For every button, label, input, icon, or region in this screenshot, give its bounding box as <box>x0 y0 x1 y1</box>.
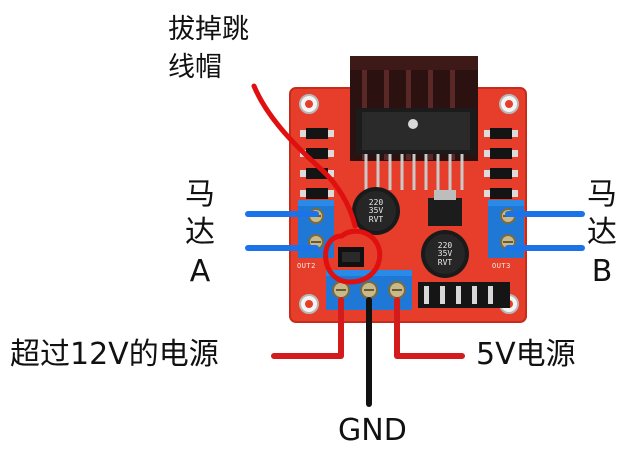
motor-b-line2: 达 <box>580 214 624 252</box>
header-pins <box>418 282 510 308</box>
gnd-label: GND <box>338 414 407 449</box>
jumper-note-line1: 拔掉跳 <box>168 14 249 45</box>
motor-a-line1: 马 <box>178 176 222 214</box>
jumper-cap <box>338 247 364 267</box>
cap-left-line3: RVT <box>366 216 386 224</box>
out2-marking: OUT2 <box>297 262 316 270</box>
power-5v-label: 5V电源 <box>476 338 576 373</box>
motor-b-label: 马 达 B <box>580 176 624 291</box>
motor-b-line1: 马 <box>580 176 624 214</box>
capacitor-left-marking: 220 35V RVT <box>366 199 386 224</box>
out3-marking: OUT3 <box>492 262 511 270</box>
motor-a-line2: 达 <box>178 214 222 252</box>
power-input-label: 超过12V的电源 <box>10 338 219 373</box>
jumper-note-line2: 线帽 <box>168 52 222 83</box>
motor-b-line3: B <box>580 253 624 291</box>
motor-a-label: 马 达 A <box>178 176 222 291</box>
capacitor-right-marking: 220 35V RVT <box>435 242 455 267</box>
motor-a-line3: A <box>178 253 222 291</box>
cap-right-line3: RVT <box>435 259 455 267</box>
